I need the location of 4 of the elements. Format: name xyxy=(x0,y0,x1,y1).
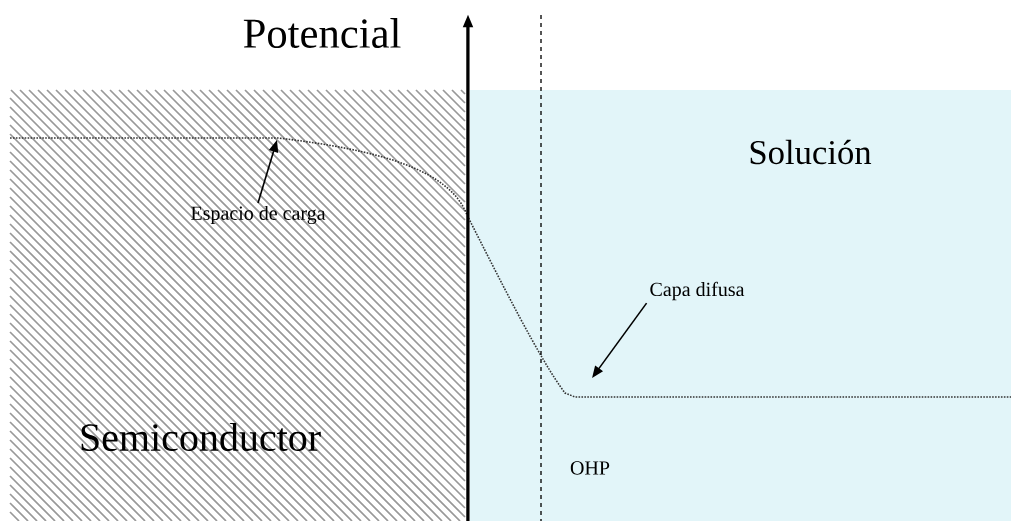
plane-label: OHP xyxy=(570,461,610,475)
annotation-text: Capa difusa xyxy=(650,281,745,301)
axis-title: Potencial xyxy=(243,18,401,48)
annotation-text: Espacio de carga xyxy=(191,205,326,225)
